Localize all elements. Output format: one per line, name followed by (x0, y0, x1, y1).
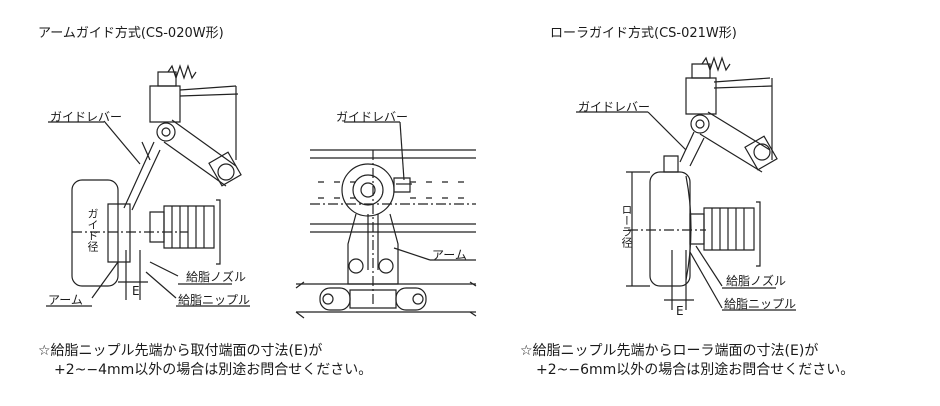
right-label-grease-nozzle: 給脂ノズル (726, 274, 787, 288)
right-upper-bolt (691, 115, 709, 133)
left-arm-bolt (218, 164, 234, 180)
left-note-line-1: ☆給脂ニップル先端から取付端面の寸法(E)が (38, 343, 323, 359)
left-nozzle-body (164, 206, 214, 248)
left-nipple-leader (146, 272, 176, 298)
left-nozzle-ribs (172, 206, 204, 248)
center-lever-leader (400, 122, 404, 180)
left-arm-end (209, 152, 241, 186)
right-roller-body (650, 172, 690, 286)
left-lever-leader-join (142, 142, 150, 160)
right-note-line-1: ☆給脂ニップル先端からローラ端面の寸法(E)が (520, 343, 819, 359)
left-nozzle-leader (150, 262, 178, 276)
right-label-e: E (676, 304, 684, 318)
left-label-arm: アーム (48, 293, 83, 307)
left-rail-line-2 (180, 94, 238, 96)
left-label-grease-nozzle: 給脂ノズル (186, 270, 247, 284)
right-upper-bracket (686, 78, 716, 114)
right-top-block (692, 64, 710, 78)
right-roller-edge (686, 176, 691, 280)
center-roller-inner (361, 183, 375, 197)
left-note-line-2: +2~−4mm以外の場合は別途お問合せください。 (54, 362, 373, 378)
left-arm-leader (92, 262, 118, 298)
right-spring (702, 58, 730, 70)
left-rail-line-1 (180, 86, 236, 90)
right-nozzle-nut (690, 214, 704, 244)
center-bolt-right (379, 259, 393, 273)
right-rail-line-2 (714, 86, 772, 88)
left-diagram-title: アームガイド方式(CS-020W形) (38, 26, 224, 41)
right-guide-lever-leader (648, 112, 686, 150)
right-arm-end (745, 136, 777, 170)
right-diagram-title: ローラガイド方式(CS-021W形) (550, 26, 737, 41)
center-label-arm: アーム (432, 248, 467, 262)
right-nozzle-body (704, 208, 754, 250)
left-spring (168, 66, 196, 78)
right-nozzle-ribs (712, 208, 744, 250)
left-arm-diagonal (164, 120, 236, 186)
right-roller-hub (664, 156, 678, 172)
right-nipple-leader (690, 252, 722, 308)
left-guide-lever-leader (104, 121, 140, 164)
left-guide-mount (108, 204, 130, 262)
center-roller-mid (353, 175, 383, 205)
center-roller-cap (394, 178, 410, 192)
right-nozzle-bracket (756, 202, 760, 266)
center-bolt-left (349, 259, 363, 273)
right-rail-line-1 (714, 78, 770, 82)
center-chain-pin-2 (413, 294, 423, 304)
center-label-guide-lever: ガイドレバー (336, 110, 409, 124)
right-arm-diagonal (700, 112, 770, 172)
left-upper-bracket (150, 86, 180, 122)
right-note: ☆給脂ニップル先端からローラ端面の寸法(E)が +2~−6mm以外の場合は別途お… (520, 342, 854, 380)
left-upper-bolt (157, 123, 175, 141)
right-upper-bolt-inner (696, 120, 704, 128)
left-guide-lever (124, 142, 160, 210)
right-label-grease-nipple: 給脂ニップル (724, 297, 797, 311)
center-chain-ends (296, 282, 476, 318)
left-upper-bolt-inner (162, 128, 170, 136)
right-note-line-2: +2~−6mm以外の場合は別途お問合せください。 (536, 362, 855, 378)
left-label-guide-diameter: ガイド径 (86, 208, 99, 252)
right-nozzle-leader (696, 246, 722, 286)
left-guide-body (72, 180, 118, 286)
center-chain-link-2 (396, 288, 426, 310)
right-guide-lever (680, 132, 704, 166)
left-label-guide-lever: ガイドレバー (50, 110, 123, 124)
left-note: ☆給脂ニップル先端から取付端面の寸法(E)が +2~−4mm以外の場合は別途お問… (38, 342, 372, 380)
right-arm-bolt (754, 144, 770, 160)
left-label-grease-nipple: 給脂ニップル (178, 293, 251, 307)
left-nozzle-bracket (216, 200, 220, 264)
center-arm-leader (394, 248, 430, 260)
right-label-guide-lever: ガイドレバー (578, 100, 651, 114)
right-label-roller-diameter: ローラ径 (620, 204, 633, 248)
left-label-e: E (132, 284, 140, 298)
center-chain-pin-1 (323, 294, 333, 304)
